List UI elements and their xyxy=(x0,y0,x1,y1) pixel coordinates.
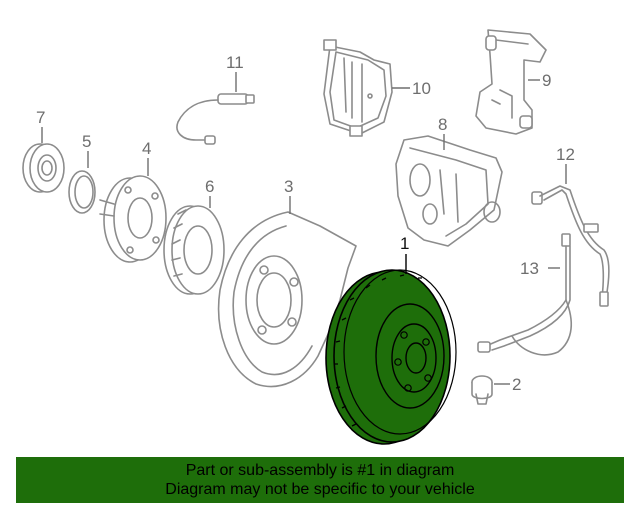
part-1-brake-rotor[interactable] xyxy=(325,269,457,445)
callout-13: 13 xyxy=(520,259,539,278)
banner-line-2: Diagram may not be specific to your vehi… xyxy=(165,481,475,498)
callout-6: 6 xyxy=(205,177,214,196)
callout-10: 10 xyxy=(412,79,431,98)
part-6-tone-ring[interactable] xyxy=(163,205,225,295)
part-5-snap-ring[interactable] xyxy=(68,170,96,214)
part-9-caliper-bracket[interactable] xyxy=(475,29,547,135)
info-banner: Part or sub-assembly is #1 in diagram Di… xyxy=(16,457,624,503)
callout-11: 11 xyxy=(226,53,244,72)
part-10-brake-pads[interactable] xyxy=(323,39,393,137)
part-2-bolt[interactable] xyxy=(471,375,493,405)
banner-line-1: Part or sub-assembly is #1 in diagram xyxy=(185,462,455,479)
part-11-wear-sensor[interactable] xyxy=(176,93,255,145)
part-3-dust-shield[interactable] xyxy=(217,211,357,388)
callout-2: 2 xyxy=(512,375,521,394)
parts-diagram: 7 5 4 6 3 xyxy=(22,29,610,445)
part-13-sensor-wire[interactable] xyxy=(477,233,573,356)
part-8-brake-caliper[interactable] xyxy=(395,135,503,247)
callout-12: 12 xyxy=(556,145,575,164)
callout-1: 1 xyxy=(400,234,409,253)
callout-8: 8 xyxy=(438,115,447,134)
part-4-wheel-hub[interactable] xyxy=(99,175,167,263)
callout-7: 7 xyxy=(36,108,45,127)
callout-3: 3 xyxy=(284,177,293,196)
part-7-wheel-bearing[interactable] xyxy=(22,143,65,193)
callout-9: 9 xyxy=(542,71,551,90)
callout-4: 4 xyxy=(142,139,151,158)
callout-5: 5 xyxy=(82,132,91,151)
part-12-abs-sensor[interactable] xyxy=(531,185,610,307)
